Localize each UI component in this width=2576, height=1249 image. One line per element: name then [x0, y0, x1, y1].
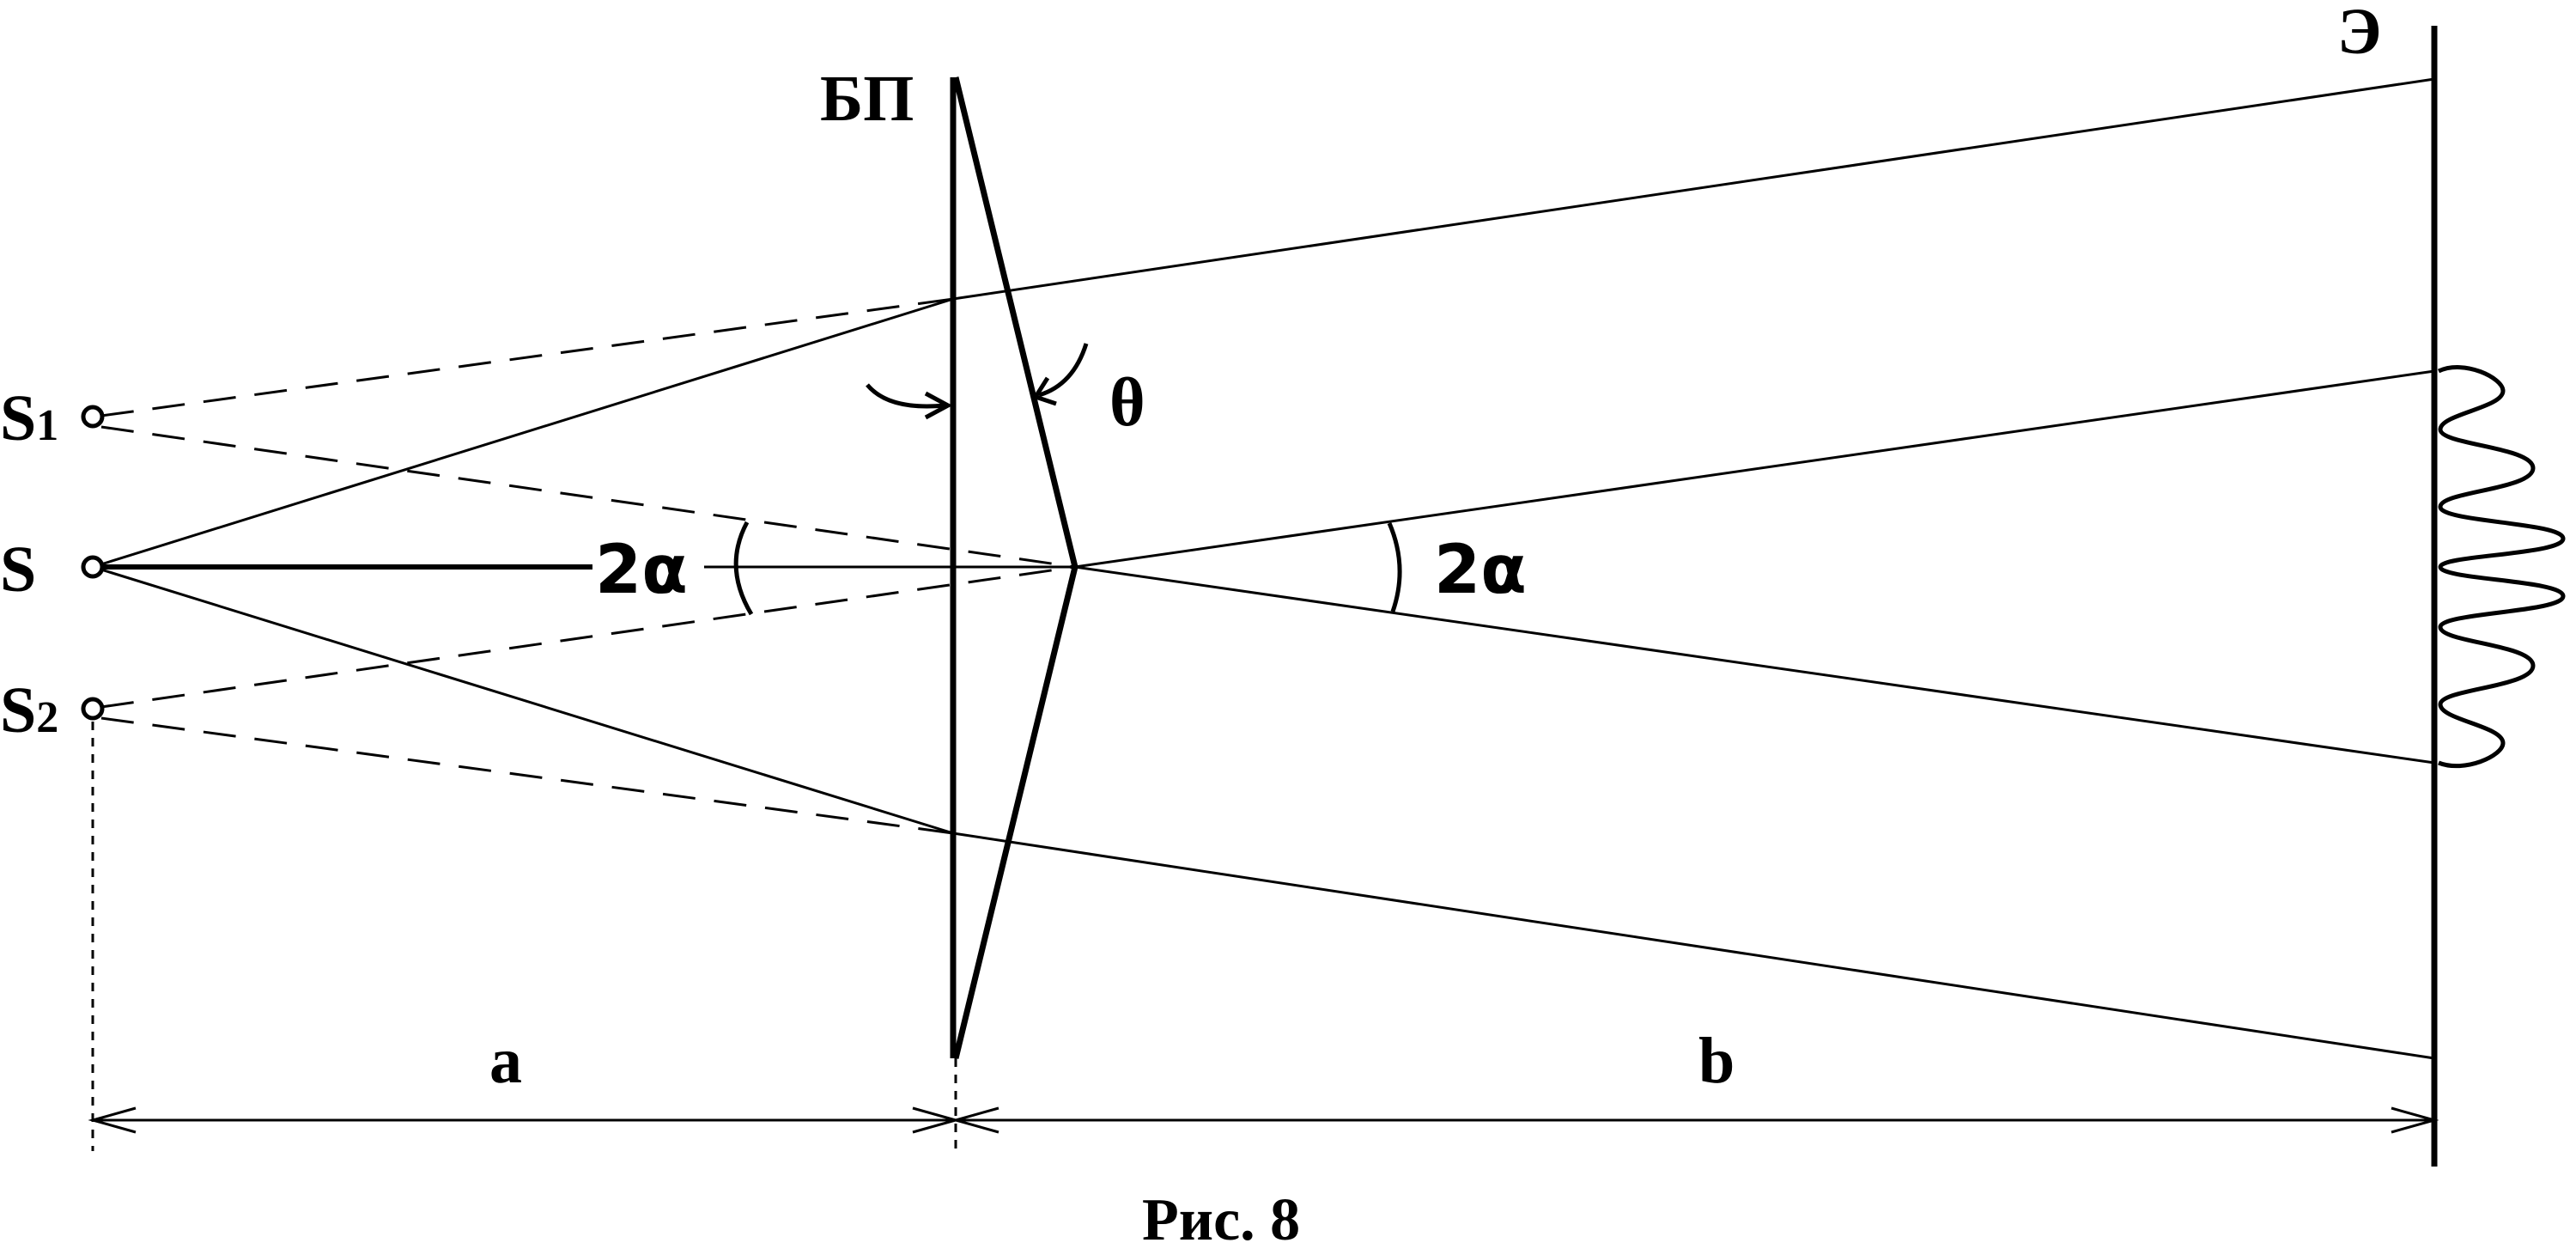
ray-apex-down [1074, 565, 2435, 765]
source-s-point [81, 555, 105, 579]
virtual-ray-s1-lower [100, 425, 1076, 569]
label-s2: S2 [0, 674, 58, 746]
virtual-ray-s2-lower [100, 716, 954, 835]
label-2alpha-right: 2α [1434, 532, 1527, 609]
dim-arrow-a-left [88, 1106, 137, 1134]
interference-pattern [2437, 365, 2566, 769]
theta-arc-left [866, 383, 945, 409]
label-screen: Э [2337, 0, 2382, 68]
dim-arrow-b-left [951, 1106, 999, 1134]
label-dist-a: a [489, 1025, 522, 1097]
label-s1: S1 [0, 382, 58, 454]
alpha-arc-left [733, 521, 754, 616]
label-2alpha-left: 2α [595, 532, 688, 609]
theta-arrow-left [924, 391, 953, 420]
virtual-ray-s1-upper [100, 297, 954, 417]
label-dist-b: b [1698, 1025, 1735, 1097]
theta-arrow-right [1032, 376, 1057, 406]
label-biprism: БП [820, 63, 914, 135]
ray-s-upper [92, 297, 954, 569]
ray-upper-out [952, 77, 2435, 301]
source-s1-point [81, 405, 105, 429]
ray-s-lower [92, 565, 954, 835]
alpha-arc-right [1387, 522, 1402, 612]
virtual-ray-s2-upper [100, 565, 1076, 709]
ray-apex-up [1074, 369, 2435, 569]
label-theta: θ [1109, 365, 1145, 441]
figure-caption: Рис. 8 [1142, 1187, 1300, 1249]
ray-lower-out [952, 832, 2435, 1060]
source-s2-point [81, 697, 105, 721]
dim-arrow-b-right [2391, 1106, 2439, 1134]
theta-arc-right [1038, 343, 1089, 398]
label-s: S [0, 533, 36, 606]
